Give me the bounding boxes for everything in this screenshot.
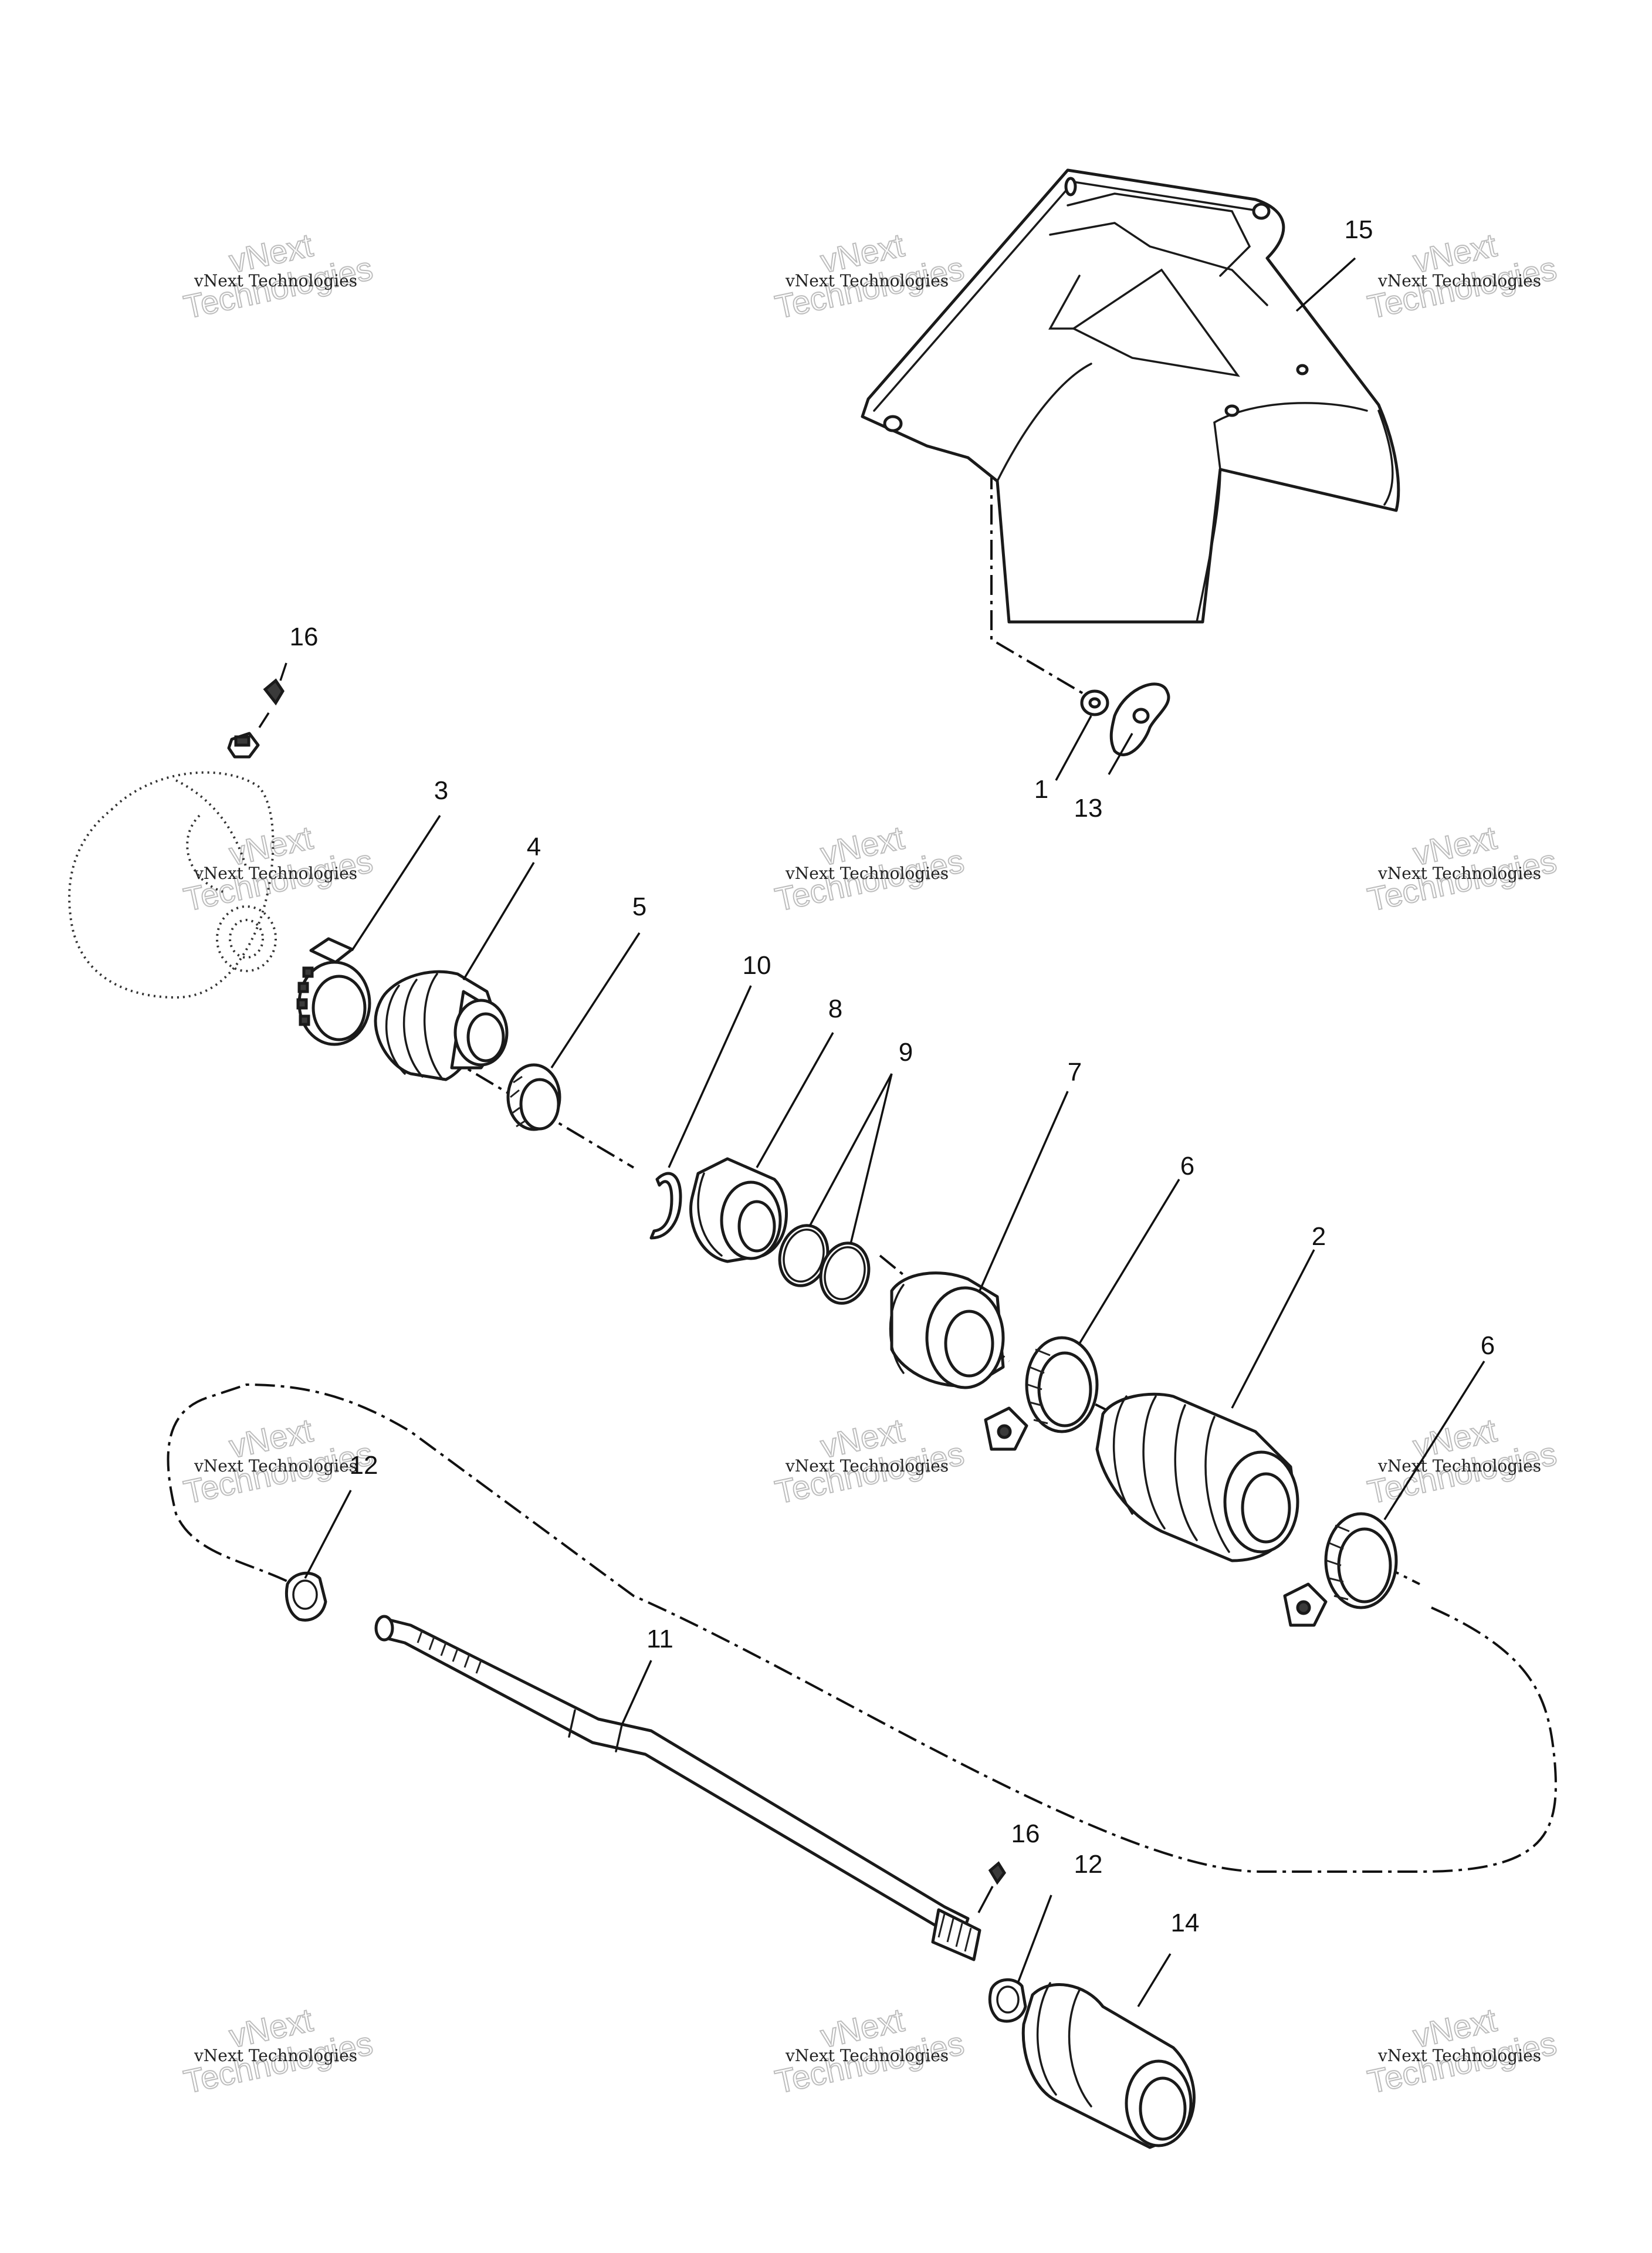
svg-text:vNext Technologies: vNext Technologies bbox=[194, 2046, 357, 2065]
washer-part bbox=[1080, 689, 1109, 716]
callout-2: 2 bbox=[1312, 1222, 1326, 1251]
svg-text:vNext Technologies: vNext Technologies bbox=[1377, 2046, 1541, 2065]
svg-text:vNext Technologies: vNext Technologies bbox=[194, 864, 357, 883]
watermark: vNext Technologies vNext Technologies bbox=[771, 818, 968, 919]
assembly-phantom-line bbox=[990, 469, 1092, 699]
watermark: vNext Technologies vNext Technologies bbox=[180, 226, 377, 326]
callout-5: 5 bbox=[632, 892, 646, 921]
watermark: vNext Technologies vNext Technologies bbox=[1364, 2001, 1560, 2101]
hose-clamp-part-6b bbox=[1283, 1512, 1398, 1627]
svg-text:vNext Technologies: vNext Technologies bbox=[1377, 271, 1541, 290]
impeller-housing-ghost bbox=[68, 771, 277, 999]
callout-16-top: 16 bbox=[290, 623, 319, 651]
seal-part-5 bbox=[506, 1063, 561, 1131]
callout-9: 9 bbox=[899, 1038, 913, 1067]
o-ring-part-9a bbox=[778, 1224, 830, 1287]
circlip-part-10 bbox=[649, 1172, 682, 1240]
callout-13: 13 bbox=[1074, 794, 1103, 823]
callout-7: 7 bbox=[1068, 1058, 1082, 1087]
watermark: vNext Technologies vNext Technologies bbox=[771, 2001, 968, 2101]
svg-text:vNext Technologies: vNext Technologies bbox=[194, 1456, 357, 1476]
o-ring-part-9b bbox=[819, 1241, 871, 1305]
bearing-housing-part-8 bbox=[689, 1157, 788, 1263]
callout-10: 10 bbox=[743, 951, 771, 980]
watermark: vNext Technologies vNext Technologies bbox=[1364, 818, 1560, 919]
grease-fitting-part-top bbox=[227, 678, 285, 759]
clamp-part-3 bbox=[296, 937, 371, 1046]
callout-16-bottom: 16 bbox=[1011, 1819, 1040, 1848]
svg-text:vNext Technologies: vNext Technologies bbox=[194, 271, 357, 290]
watermark: vNext Technologies vNext Technologies bbox=[180, 1411, 377, 1511]
hose-clamp-part-6a bbox=[984, 1336, 1099, 1451]
watermark: vNext Technologies vNext Technologies bbox=[180, 2001, 377, 2101]
callout-3: 3 bbox=[434, 776, 448, 805]
svg-text:vNext Technologies: vNext Technologies bbox=[785, 2046, 949, 2065]
svg-text:vNext Technologies: vNext Technologies bbox=[785, 864, 949, 883]
watermark: vNext Technologies vNext Technologies bbox=[1364, 1411, 1560, 1511]
leader-lines bbox=[279, 257, 1485, 2007]
svg-text:vNext Technologies: vNext Technologies bbox=[1377, 1456, 1541, 1476]
svg-text:vNext Technologies: vNext Technologies bbox=[785, 1456, 949, 1476]
callout-11: 11 bbox=[646, 1625, 673, 1653]
grease-fitting-part-bottom bbox=[977, 1861, 1007, 1913]
drive-shaft-part-11 bbox=[374, 1615, 981, 1961]
callout-labels: 15 1 13 16 3 4 5 10 8 9 7 6 2 6 12 11 16… bbox=[290, 215, 1495, 1937]
callout-12-left: 12 bbox=[350, 1451, 378, 1480]
bellows-boot-part-2 bbox=[1095, 1392, 1299, 1562]
callout-12-right: 12 bbox=[1074, 1850, 1103, 1879]
shaft-loop-phantom-line bbox=[167, 1383, 1557, 1873]
callout-6-upper: 6 bbox=[1180, 1152, 1194, 1180]
callout-6-lower: 6 bbox=[1481, 1331, 1495, 1360]
watermark: vNext Technologies vNext Technologies bbox=[180, 818, 377, 919]
boot-part-4 bbox=[374, 970, 509, 1081]
pump-cover-part bbox=[861, 168, 1400, 624]
watermark: vNext Technologies vNext Technologies bbox=[1364, 226, 1560, 326]
callout-8: 8 bbox=[828, 994, 842, 1023]
callout-15: 15 bbox=[1345, 215, 1373, 244]
callout-4: 4 bbox=[527, 833, 541, 861]
svg-text:vNext Technologies: vNext Technologies bbox=[1377, 864, 1541, 883]
bushing-part-7 bbox=[889, 1271, 1005, 1389]
sleeve-part-14 bbox=[1021, 1982, 1196, 2149]
nut-part-12b bbox=[988, 1978, 1027, 2023]
callout-14: 14 bbox=[1171, 1909, 1200, 1937]
svg-text:vNext Technologies: vNext Technologies bbox=[785, 271, 949, 290]
watermark: vNext Technologies vNext Technologies bbox=[771, 1411, 968, 1511]
watermark: vNext Technologies vNext Technologies bbox=[771, 226, 968, 326]
wing-nut-part bbox=[1109, 682, 1170, 756]
nut-part-12a bbox=[285, 1571, 327, 1622]
callout-1: 1 bbox=[1034, 775, 1048, 804]
